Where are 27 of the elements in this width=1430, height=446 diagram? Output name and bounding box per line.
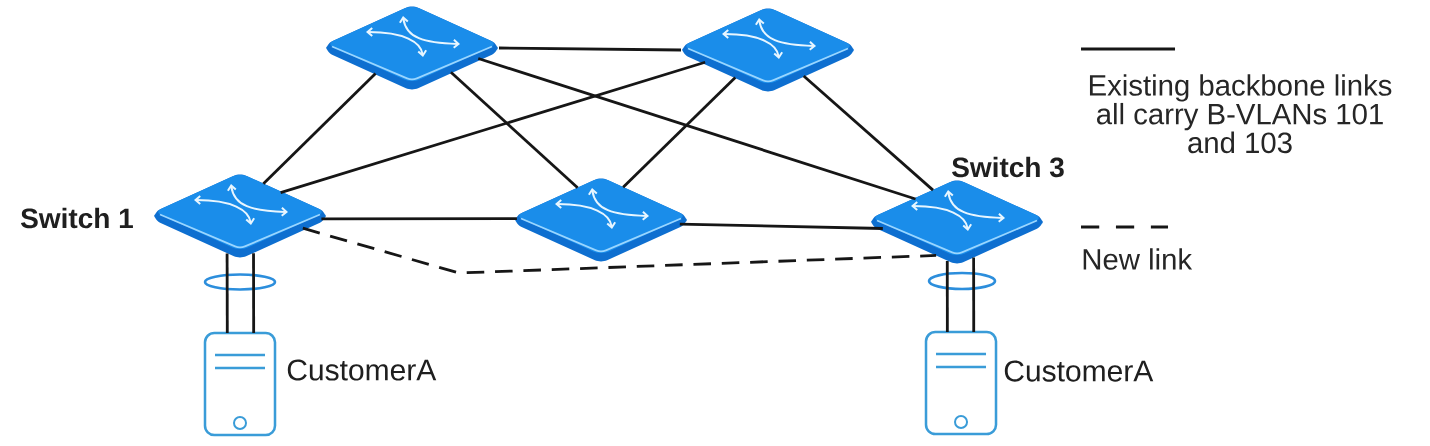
link-line xyxy=(499,46,681,52)
legend-text: New link xyxy=(1083,248,1193,270)
switch-icon xyxy=(871,180,1043,264)
server-icon xyxy=(924,330,998,436)
server-label: CustomerA xyxy=(287,359,437,381)
link-line xyxy=(262,72,377,185)
legend-text: Existing backbone links all carry B-VLANs 101 and 103 xyxy=(1089,74,1392,154)
server-label: CustomerA xyxy=(1004,360,1154,382)
switch-label: Switch 3 xyxy=(952,156,1064,178)
switch-icon xyxy=(682,8,854,92)
switch-icon xyxy=(154,174,326,258)
link-line xyxy=(450,71,579,189)
link-line xyxy=(252,253,256,333)
link-line xyxy=(679,222,883,230)
link-line xyxy=(280,60,706,194)
link-line xyxy=(302,226,937,275)
server-icon xyxy=(203,331,277,437)
link-line xyxy=(802,74,934,192)
switch-label: Switch 1 xyxy=(20,207,133,229)
link-line xyxy=(203,253,277,333)
link-line xyxy=(927,261,997,332)
link-line xyxy=(972,257,976,332)
link-line xyxy=(321,217,517,221)
switch-icon xyxy=(326,6,498,90)
link-line xyxy=(622,76,737,189)
switch-icon xyxy=(515,178,687,262)
link-line xyxy=(477,57,916,201)
